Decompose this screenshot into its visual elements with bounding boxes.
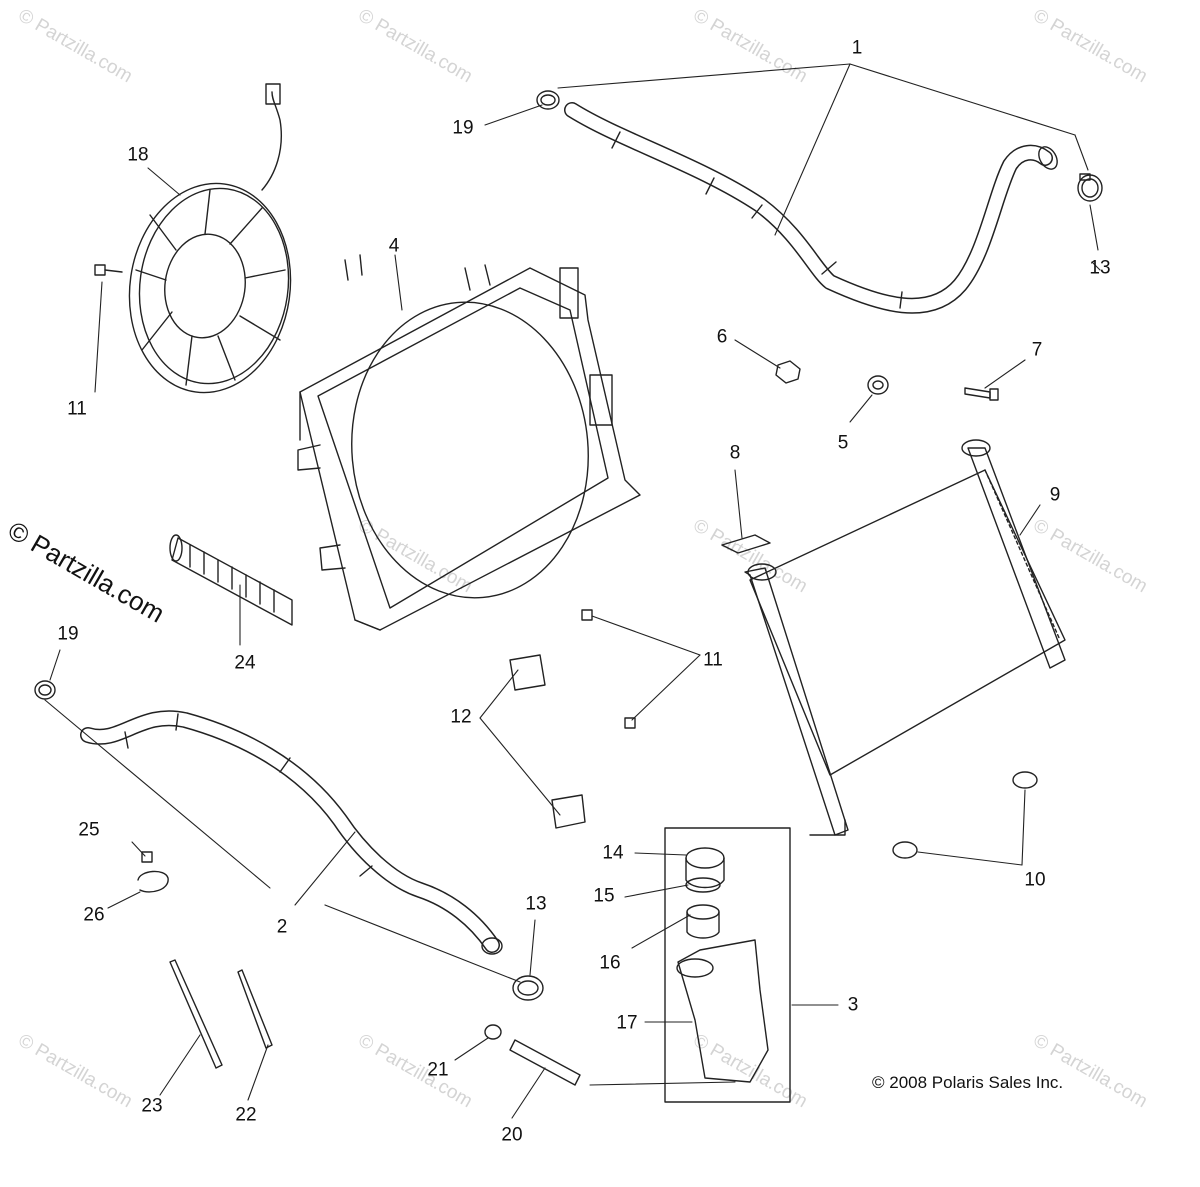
callout-16: 16 xyxy=(599,952,621,974)
bolt-11-left xyxy=(94,264,123,276)
nut-6 xyxy=(775,360,801,384)
hose-clamp-13-lower xyxy=(512,975,544,1001)
lower-coolant-hose xyxy=(80,710,503,955)
callout-9: 9 xyxy=(1049,484,1061,506)
callout-17: 17 xyxy=(616,1012,638,1034)
callout-18: 18 xyxy=(127,144,149,166)
grommets-10 xyxy=(892,771,1038,859)
callout-7: 7 xyxy=(1031,339,1043,361)
callout-14: 14 xyxy=(602,842,624,864)
callout-10: 10 xyxy=(1024,869,1046,891)
callout-11-left: 11 xyxy=(67,398,87,420)
mounts-12 xyxy=(509,654,586,829)
callout-13-top: 13 xyxy=(1089,257,1111,279)
callout-2: 2 xyxy=(276,916,288,938)
bolts-11-center xyxy=(581,609,636,729)
callout-4: 4 xyxy=(388,235,400,257)
callout-24: 24 xyxy=(234,652,256,674)
clamp-21 xyxy=(484,1024,502,1040)
hose-clamp-19-top xyxy=(536,90,560,110)
callout-5: 5 xyxy=(837,432,849,454)
callout-25: 25 xyxy=(78,819,100,841)
callout-8: 8 xyxy=(729,442,741,464)
hose-20 xyxy=(509,1039,581,1086)
copyright-notice: © 2008 Polaris Sales Inc. xyxy=(872,1073,1064,1092)
bolt-7 xyxy=(964,387,999,401)
radiator xyxy=(744,439,1066,836)
callout-6: 6 xyxy=(716,326,728,348)
callout-19-top: 19 xyxy=(452,117,474,139)
callout-23: 23 xyxy=(141,1095,163,1117)
callout-3: 3 xyxy=(847,994,859,1016)
callout-26: 26 xyxy=(83,904,105,926)
callout-13-lower: 13 xyxy=(525,893,547,915)
bracket-8 xyxy=(721,534,771,554)
callout-1: 1 xyxy=(851,37,863,59)
cooling-fan-assembly xyxy=(128,83,292,394)
callout-12: 12 xyxy=(450,706,472,728)
coolant-reservoir-assembly xyxy=(664,827,791,1103)
leader-lines xyxy=(44,63,1101,1119)
upper-coolant-hose xyxy=(564,102,1058,314)
callout-15: 15 xyxy=(593,885,615,907)
callout-11-center: 11 xyxy=(703,649,723,671)
hose-clamp-13-top xyxy=(1077,173,1103,202)
cable-ties xyxy=(169,959,273,1069)
hose-clamp-19-left xyxy=(34,680,56,700)
grommet-5 xyxy=(867,375,889,395)
callout-20: 20 xyxy=(501,1124,523,1146)
callout-19-left: 19 xyxy=(57,623,79,645)
corrugated-tube xyxy=(169,534,293,626)
fan-shroud xyxy=(297,254,641,631)
callout-22: 22 xyxy=(235,1104,257,1126)
clip-25-26 xyxy=(137,851,169,893)
callout-21: 21 xyxy=(427,1059,449,1081)
